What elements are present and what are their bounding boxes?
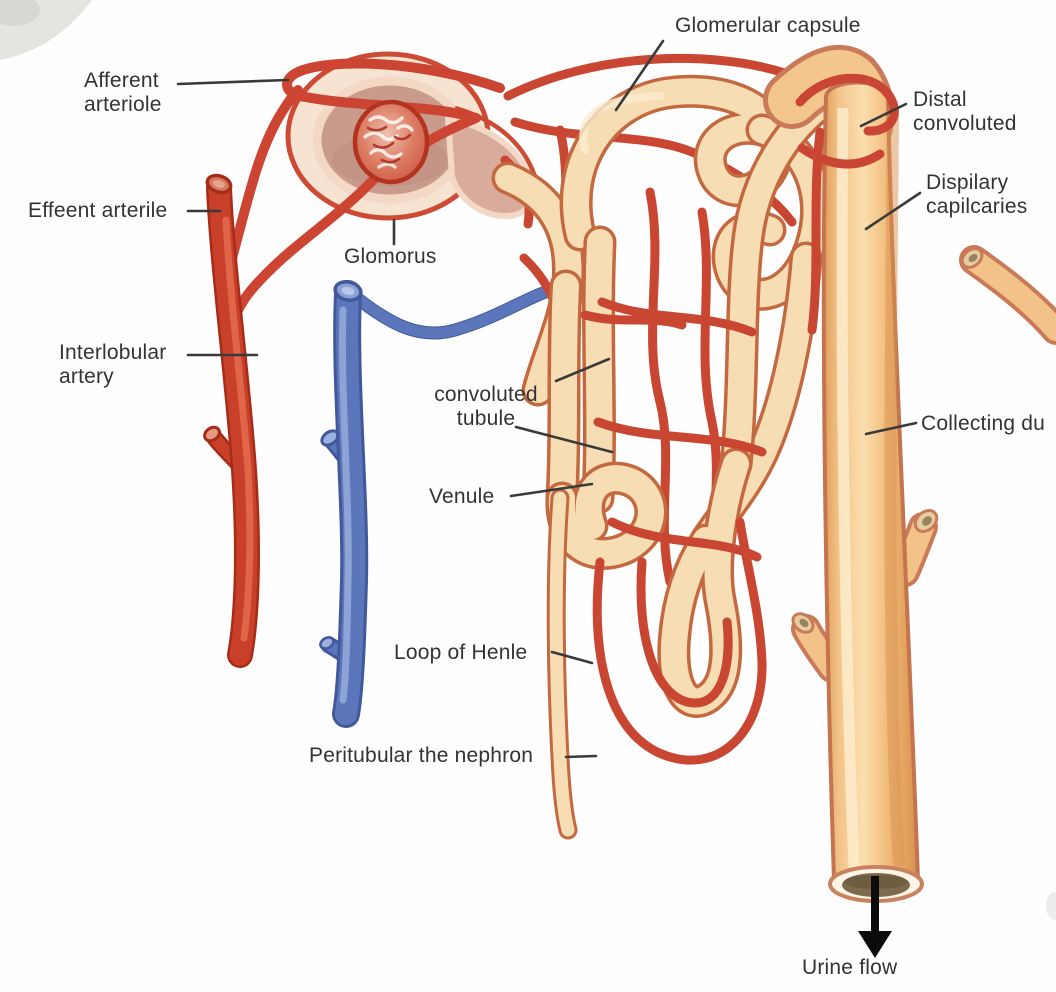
label-interlobular-artery: Interlobular artery — [59, 341, 167, 388]
leader-afferent-arteriole — [176, 78, 290, 86]
label-urine-flow: Urine flow — [802, 956, 898, 979]
collecting-duct-shape — [789, 74, 1056, 903]
leader-loop-of-henle — [550, 650, 594, 665]
leader-peritubular-capillaries — [864, 191, 922, 231]
leader-lines — [176, 39, 922, 759]
leader-distal-convoluted — [859, 102, 908, 128]
corner-smudge — [0, 0, 1056, 920]
tubule-tangle — [508, 70, 862, 553]
leader-peritubular-nephron — [564, 754, 598, 759]
label-efferent-arteriole: Effeent arterile — [28, 199, 168, 222]
venule-vessel — [319, 279, 565, 714]
label-afferent-arteriole: Afferent arteriole — [84, 69, 162, 116]
label-venule: Venule — [429, 485, 495, 508]
label-distal-convoluted: Distal convoluted — [913, 88, 1017, 135]
label-glomerulus: Glomorus — [344, 245, 437, 268]
label-convoluted-tubule: convoluted tubule — [434, 383, 538, 430]
urine-flow-arrow-icon — [858, 876, 892, 958]
peritubular-capillaries-front — [580, 297, 767, 765]
label-glomerular-capsule: Glomerular capsule — [675, 14, 861, 37]
label-peritubular-nephron: Peritubular the nephron — [309, 744, 534, 767]
leader-glomerular-capsule — [614, 39, 665, 112]
leader-convoluted-tubule-upper — [554, 357, 611, 383]
label-peritubular-capillaries: Dispilary capilcaries — [926, 171, 1028, 218]
interlobular-artery-vessel — [203, 173, 250, 655]
label-collecting-duct: Collecting du — [921, 412, 1046, 435]
leader-convoluted-tubule-lower — [514, 425, 614, 454]
glomerulus-shape — [352, 99, 430, 185]
label-loop-of-henle: Loop of Henle — [394, 641, 528, 664]
leader-collecting-duct — [864, 421, 918, 436]
leader-venule — [509, 482, 594, 498]
